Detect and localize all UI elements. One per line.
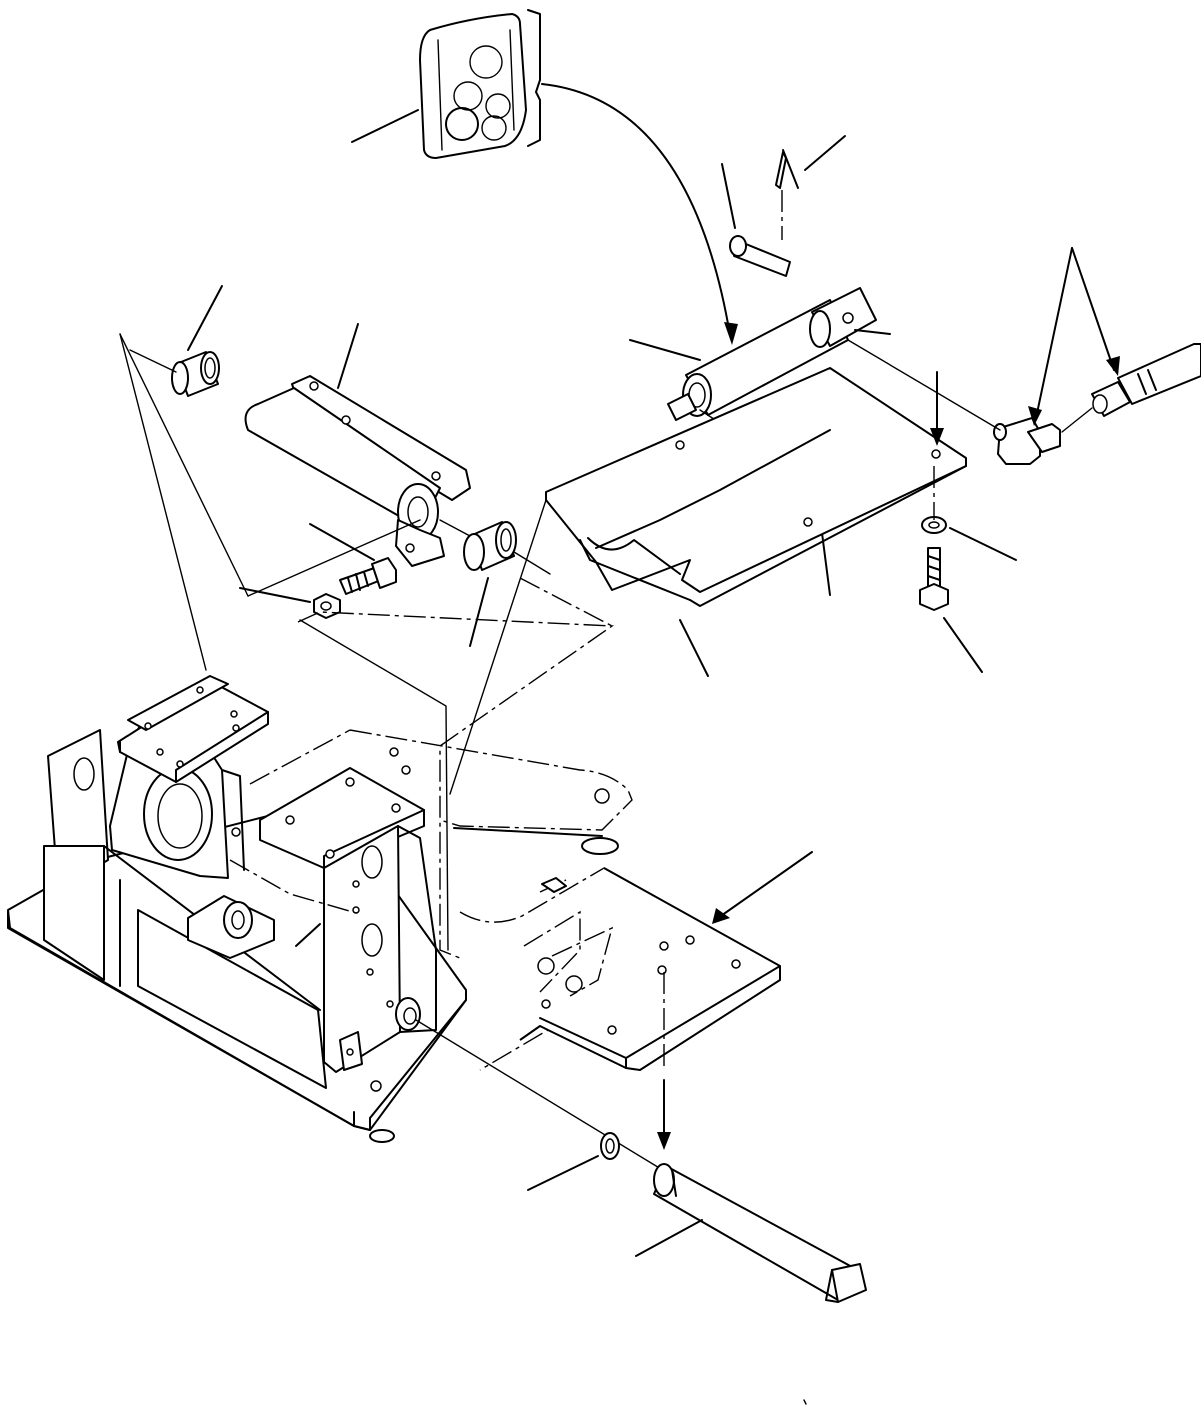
leader-line xyxy=(469,577,489,647)
pivot-pin xyxy=(653,1163,867,1303)
centerline xyxy=(1061,407,1093,433)
leader-line xyxy=(943,617,983,673)
arrowhead xyxy=(712,908,730,924)
arrowhead xyxy=(724,322,738,345)
leader-line xyxy=(527,1155,599,1191)
scan-mark xyxy=(803,1399,807,1405)
centerline xyxy=(415,1019,667,1173)
decal xyxy=(419,9,541,159)
cylinder xyxy=(667,287,877,421)
cotter-pin xyxy=(775,149,799,189)
pin xyxy=(729,235,791,277)
bushing xyxy=(171,351,220,397)
pointer-arrow xyxy=(1071,247,1115,371)
pointer-arrow xyxy=(717,851,813,919)
centerline xyxy=(449,499,547,795)
leader-line xyxy=(721,163,736,229)
leader-line xyxy=(119,333,249,597)
frame-base xyxy=(7,675,633,1143)
leader-line xyxy=(635,1219,703,1257)
hose xyxy=(1091,343,1201,417)
bushing xyxy=(463,521,517,571)
nut xyxy=(313,593,341,619)
leader-line xyxy=(309,523,375,561)
mounting-plate xyxy=(459,867,781,1071)
centerline xyxy=(129,349,177,373)
pivot-bracket xyxy=(244,375,471,567)
leader-line xyxy=(854,329,891,335)
arrowhead xyxy=(930,428,944,446)
decal-pointer-arrow xyxy=(541,83,731,336)
leader-line xyxy=(187,285,223,351)
leader-line xyxy=(679,619,709,677)
arrowhead xyxy=(657,1132,671,1150)
centerline xyxy=(299,619,449,951)
leader-line xyxy=(351,109,419,143)
leader-line xyxy=(804,135,846,171)
centerline xyxy=(847,339,1001,431)
pointer-arrow xyxy=(1035,247,1073,419)
leader-line xyxy=(629,339,701,361)
arrowhead xyxy=(1106,356,1120,376)
arrowhead xyxy=(1028,406,1042,426)
leader-line xyxy=(949,527,1017,561)
centerline xyxy=(297,611,615,959)
centerline xyxy=(519,577,613,627)
leader-line xyxy=(119,333,207,671)
leader-line xyxy=(239,587,311,603)
washer xyxy=(921,516,947,534)
leader-line xyxy=(247,519,421,597)
bolt xyxy=(919,547,949,611)
snap-ring xyxy=(600,1132,620,1160)
elbow-fitting xyxy=(993,417,1061,465)
centerline xyxy=(513,551,551,575)
centerline xyxy=(439,519,471,537)
set-screw xyxy=(339,557,397,595)
mounting-plate xyxy=(545,367,967,607)
leader-line xyxy=(337,323,359,389)
